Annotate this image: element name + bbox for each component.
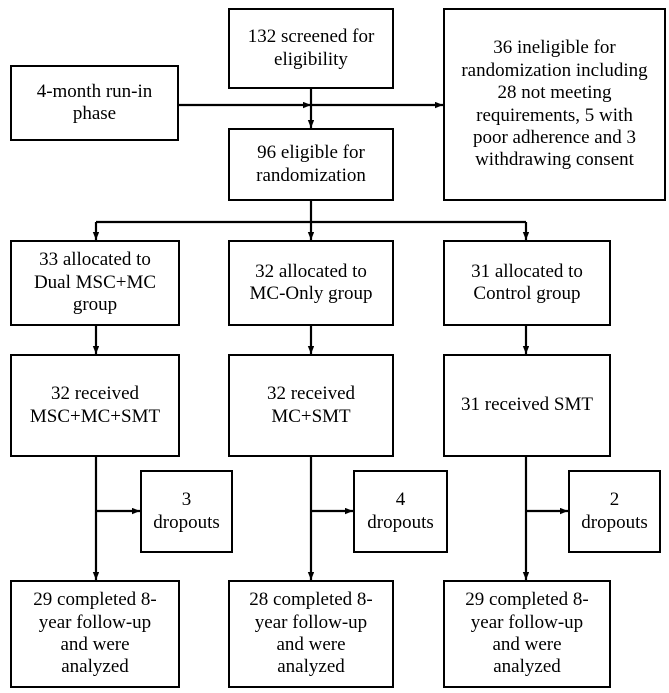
- node-label: 29 completed 8- year follow-up and were …: [465, 589, 589, 678]
- node-label: 132 screened for eligibility: [247, 26, 375, 70]
- node-dropouts-mc-only: 4 dropouts: [353, 470, 448, 553]
- node-label: 33 allocated to Dual MSC+MC group: [33, 249, 157, 316]
- node-label: 36 ineligible for randomization includin…: [461, 37, 648, 171]
- node-allocated-control: 31 allocated to Control group: [443, 240, 611, 326]
- node-eligible: 96 eligible for randomization: [228, 128, 394, 201]
- node-allocated-dual-msc-mc: 33 allocated to Dual MSC+MC group: [10, 240, 180, 326]
- node-run-in-phase: 4-month run-in phase: [10, 65, 179, 141]
- node-label: 28 completed 8- year follow-up and were …: [249, 589, 373, 678]
- node-label: 3 dropouts: [153, 489, 220, 533]
- node-allocated-mc-only: 32 allocated to MC-Only group: [228, 240, 394, 326]
- node-dropouts-control: 2 dropouts: [568, 470, 661, 553]
- node-received-smt: 31 received SMT: [443, 354, 611, 457]
- node-analyzed-mc-only: 28 completed 8- year follow-up and were …: [228, 580, 394, 688]
- node-label: 32 received MSC+MC+SMT: [29, 383, 161, 427]
- node-received-msc-mc-smt: 32 received MSC+MC+SMT: [10, 354, 180, 457]
- node-label: 31 allocated to Control group: [471, 260, 583, 304]
- node-label: 96 eligible for randomization: [256, 142, 366, 186]
- node-label: 29 completed 8- year follow-up and were …: [33, 589, 157, 678]
- node-label: 31 received SMT: [461, 394, 593, 416]
- node-received-mc-smt: 32 received MC+SMT: [228, 354, 394, 457]
- node-label: 4 dropouts: [367, 489, 434, 533]
- node-label: 32 received MC+SMT: [266, 383, 356, 427]
- node-label: 32 allocated to MC-Only group: [249, 260, 373, 304]
- node-screened: 132 screened for eligibility: [228, 8, 394, 89]
- node-label: 2 dropouts: [581, 489, 648, 533]
- node-ineligible: 36 ineligible for randomization includin…: [443, 8, 666, 201]
- node-dropouts-dual-msc-mc: 3 dropouts: [140, 470, 233, 553]
- node-analyzed-dual-msc-mc: 29 completed 8- year follow-up and were …: [10, 580, 180, 688]
- node-analyzed-control: 29 completed 8- year follow-up and were …: [443, 580, 611, 688]
- node-label: 4-month run-in phase: [36, 80, 153, 124]
